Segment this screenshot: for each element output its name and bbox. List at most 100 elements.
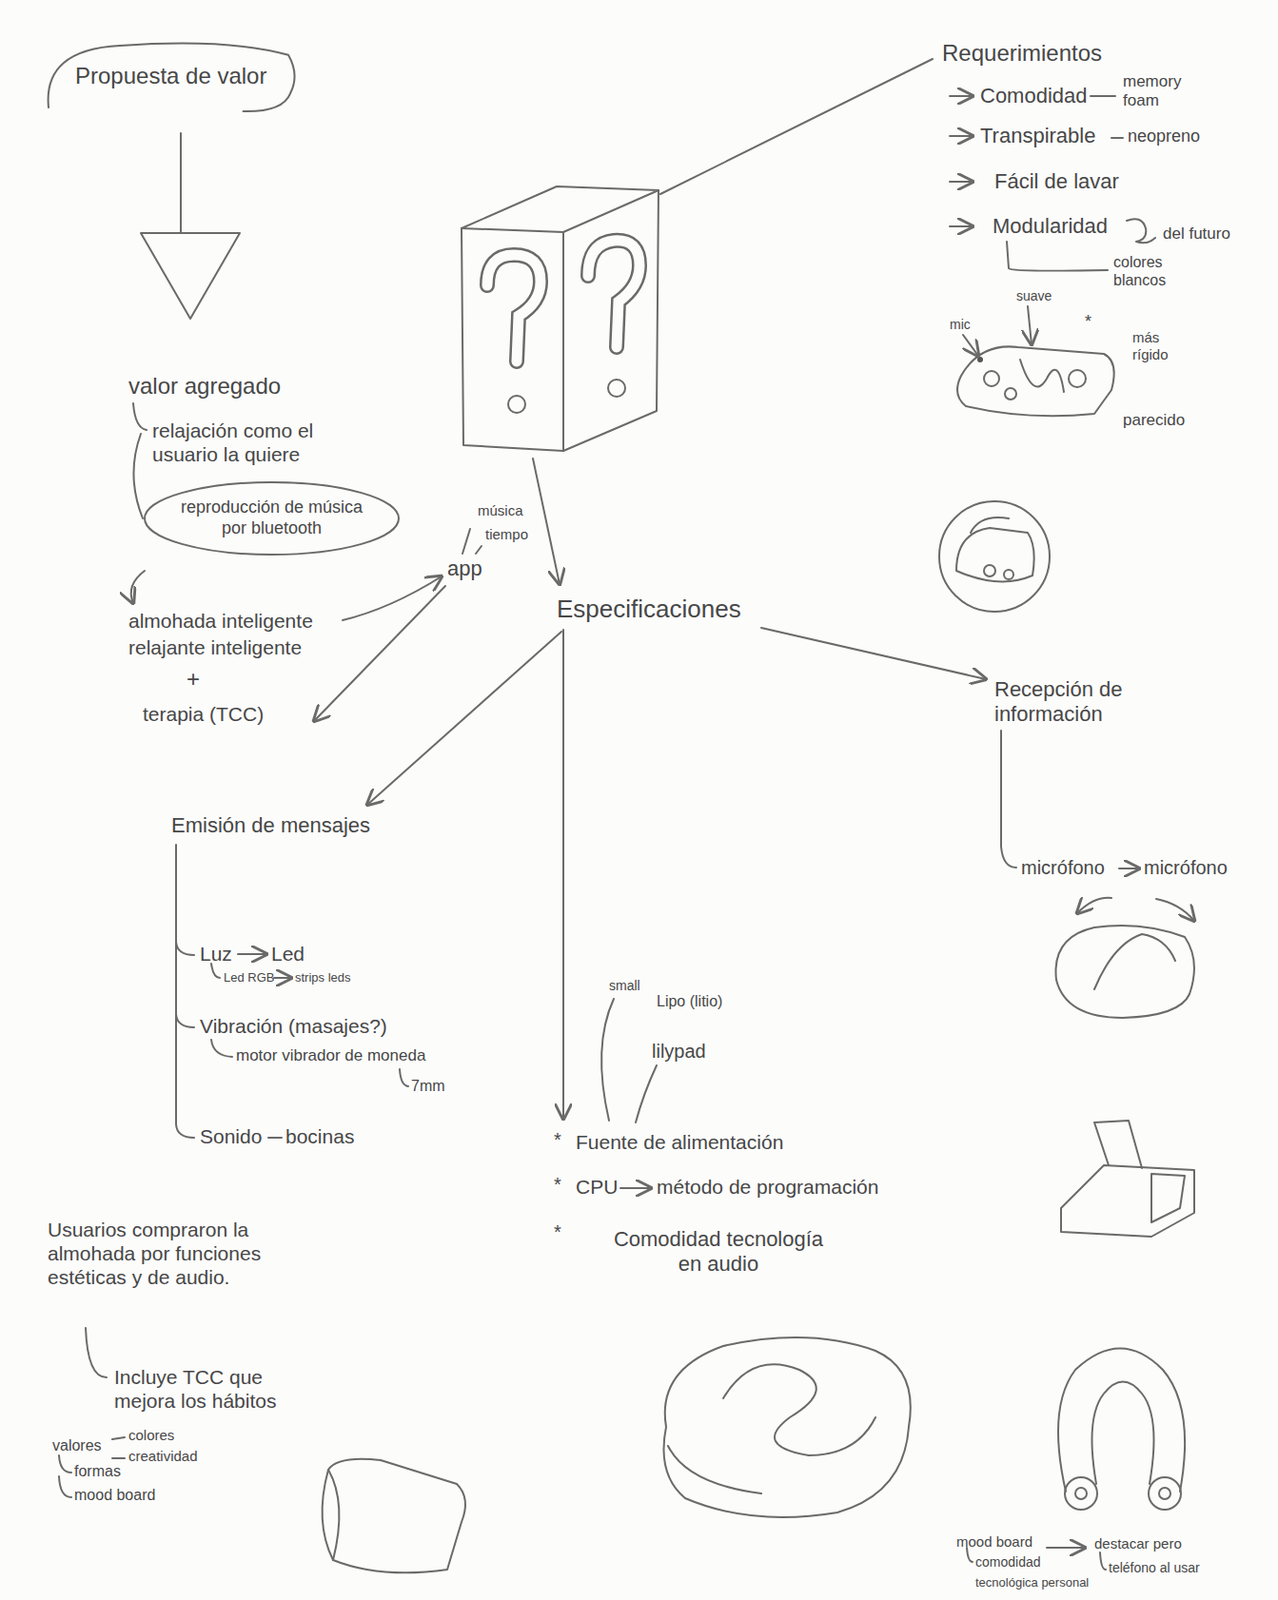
sketch-stroke — [1004, 388, 1017, 400]
sketch-stroke — [314, 586, 446, 722]
sketch-stroke — [1092, 1382, 1155, 1486]
sketch-stroke — [949, 135, 973, 138]
cloud-node: Propuesta de valor — [42, 38, 299, 116]
sketch-stroke — [1058, 1349, 1185, 1494]
sketch-stroke — [956, 528, 1035, 582]
note-text: Requerimientos — [942, 39, 1102, 68]
note-text: mood board — [74, 1486, 156, 1505]
sketch-stroke — [131, 570, 145, 604]
note-text: colores blancos — [1113, 253, 1190, 290]
sketch-stroke — [399, 1069, 409, 1087]
sketch-stroke — [1126, 218, 1156, 243]
note-text: Sonido — [199, 1124, 262, 1149]
sketch-stroke — [268, 1137, 282, 1140]
sketch-stroke — [1046, 1547, 1085, 1550]
sketch-stroke — [1077, 898, 1112, 914]
note-text: suave — [1016, 288, 1052, 305]
sketch-stroke — [983, 371, 1000, 387]
sketch-stroke — [563, 190, 659, 452]
sketch-stroke — [1100, 1553, 1106, 1571]
cloud-line — [48, 43, 295, 113]
sketch-stroke — [1027, 306, 1032, 345]
sketch-stroke — [1056, 925, 1195, 1019]
note-text: Modularidad — [992, 214, 1108, 239]
sketch-stroke — [367, 631, 562, 806]
note-text: del futuro — [1162, 224, 1231, 244]
note-text: tecnológica personal — [975, 1575, 1089, 1592]
sketch-stroke — [1094, 934, 1176, 990]
note-text: Incluye TCC que mejora los hábitos — [114, 1365, 324, 1414]
note-text: 7mm — [411, 1077, 446, 1096]
sketch-stroke — [723, 1364, 876, 1456]
note-text: * — [1084, 312, 1092, 334]
note-text: memory foam — [1122, 72, 1190, 112]
note-text: Led — [271, 942, 305, 966]
note-text: micrófono — [1143, 856, 1228, 880]
note-text: Comodidad — [980, 83, 1088, 109]
note-text: valores — [52, 1436, 102, 1455]
sketch-stroke — [508, 395, 526, 413]
sketch-stroke — [461, 228, 564, 452]
note-text: mood board — [956, 1533, 1033, 1552]
sketch-stroke — [237, 953, 267, 956]
note-text: lilypad — [651, 1040, 707, 1063]
sketch-stroke — [1148, 1477, 1181, 1511]
sketch-stroke — [957, 346, 1115, 416]
note-text: micrófono — [1021, 856, 1105, 880]
note-text: * — [553, 1128, 562, 1152]
sketch-stroke — [58, 1455, 72, 1474]
note-text: Recepción de información — [994, 677, 1147, 728]
note-text: tiempo — [485, 526, 529, 544]
sketch-stroke — [1003, 570, 1014, 580]
note-text: Especificaciones — [556, 594, 742, 625]
sketch-stroke — [635, 1065, 657, 1123]
note-text: mic — [949, 316, 971, 334]
sketch-stroke — [1064, 1477, 1098, 1511]
sketch-stroke — [1111, 137, 1123, 139]
sketch-stroke — [983, 565, 996, 577]
sketch-stroke — [608, 379, 626, 397]
sketch-stroke — [1001, 730, 1017, 868]
sketch-stroke — [1075, 1488, 1087, 1500]
note-text: Led RGB — [223, 970, 275, 986]
sketch-stroke — [462, 529, 471, 554]
sketch-stroke — [1156, 899, 1195, 922]
sketch-stroke — [112, 1437, 125, 1440]
sketch-stroke — [939, 501, 1050, 612]
note-text: strips leds — [294, 970, 352, 986]
note-text: small — [609, 978, 641, 995]
note-text: destacar pero — [1094, 1535, 1182, 1554]
sketch-stroke — [211, 1040, 233, 1058]
sketch-stroke — [620, 1187, 651, 1190]
sketch-stroke — [761, 628, 986, 680]
note-text: Fuente de alimentación — [575, 1130, 784, 1155]
note-text: CPU — [575, 1175, 618, 1200]
note-text: bocinas — [285, 1124, 354, 1149]
sketch-stroke — [532, 458, 560, 585]
sketch-stroke — [1159, 1488, 1171, 1500]
note-text: Usuarios compraron la almohada por funci… — [47, 1218, 305, 1291]
note-text: formas — [74, 1462, 121, 1481]
sketch-stroke — [664, 1337, 911, 1518]
sketch-stroke — [1068, 370, 1086, 388]
sketch-stroke — [1020, 359, 1064, 393]
note-text: creatividad — [128, 1448, 198, 1466]
sketch-stroke — [328, 1470, 339, 1561]
sketch-stroke — [112, 1457, 125, 1460]
note-text: Lipo (litio) — [656, 992, 723, 1011]
sketch-stroke — [133, 403, 147, 431]
oval-node: reproducción de música por bluetooth — [142, 480, 401, 556]
sketch-stroke — [176, 1014, 195, 1028]
note-text: Vibración (masajes?) — [199, 1014, 388, 1039]
note-text: app — [447, 556, 483, 582]
note-text: terapia (TCC) — [142, 702, 264, 727]
sketch-stroke — [977, 356, 984, 363]
sketch-stroke — [562, 629, 565, 1120]
note-text: * — [553, 1220, 562, 1244]
note-text: música — [477, 502, 524, 520]
note-text: parecido — [1122, 411, 1185, 431]
sketch-stroke — [475, 546, 482, 554]
sketch-stroke — [1151, 1174, 1185, 1223]
